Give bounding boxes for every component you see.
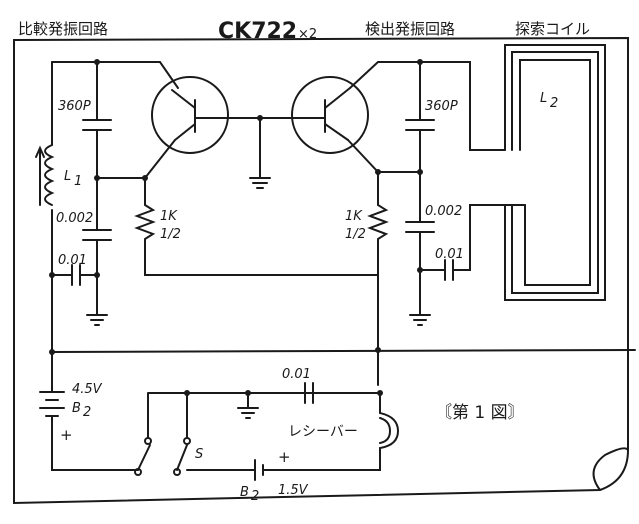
power-circuit (39, 349, 636, 481)
label-r-right: 1K (345, 209, 363, 224)
label-l2: L (540, 91, 547, 106)
label-battery-small-voltage: 1.5V (278, 483, 309, 498)
ground-icon (409, 314, 431, 326)
label-plus-small: + (278, 448, 291, 466)
label-c1-left: 360P (58, 99, 91, 114)
label-c-out: 0.01 (282, 367, 311, 382)
label-l1-sub: 1 (74, 174, 82, 189)
label-plus-main: + (60, 426, 73, 444)
label-battery-main-sub: 2 (83, 405, 91, 420)
transistor-2 (291, 76, 369, 154)
label-l1: L (64, 169, 71, 184)
title-search-coil: 探索コイル (515, 20, 590, 38)
label-r-left-watt: 1/2 (160, 227, 181, 242)
label-battery-small-sub: 2 (251, 489, 259, 504)
title-transistor-count: ×2 (298, 27, 317, 42)
title-detection-oscillator: 検出発振回路 (365, 20, 455, 38)
label-c2-left: 0.002 (56, 211, 93, 226)
label-r-right-watt: 1/2 (345, 227, 366, 242)
label-r-left: 1K (160, 209, 178, 224)
label-c3-right: 0.01 (435, 247, 464, 262)
search-coil (504, 44, 606, 301)
label-c2-right: 0.002 (425, 204, 462, 219)
paper-curl (592, 447, 629, 491)
label-l2-sub: 2 (550, 96, 558, 111)
title-transistor: CK722 (218, 19, 297, 44)
label-c1-right: 360P (425, 99, 458, 114)
figure-label: 〘第 1 図〙 (435, 403, 525, 423)
label-switch: S (195, 447, 203, 462)
right-circuit (347, 44, 606, 386)
ground-icon (86, 314, 108, 326)
label-c3-left: 0.01 (58, 253, 87, 268)
receiver-icon (379, 412, 400, 449)
title-comparison-oscillator: 比較発振回路 (18, 20, 108, 38)
inductor-l1 (44, 144, 55, 206)
battery-main (39, 391, 139, 471)
label-battery-small: B (240, 485, 249, 500)
transistor-1 (151, 76, 229, 154)
label-battery-main: B (72, 401, 81, 416)
label-battery-main-voltage: 4.5V (72, 382, 103, 397)
label-receiver: レシーバー (288, 424, 358, 440)
